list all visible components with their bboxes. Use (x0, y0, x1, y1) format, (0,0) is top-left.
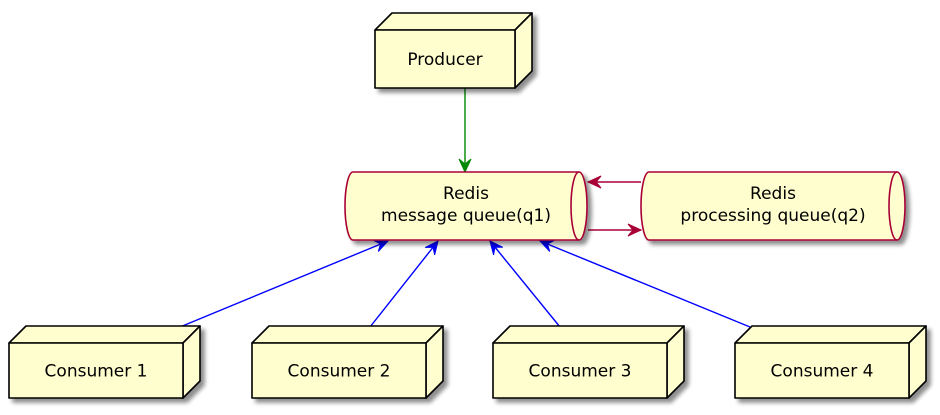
edge-c4-to-q1 (538, 239, 751, 328)
edge-line (539, 240, 751, 328)
edge-c3-to-q1 (489, 240, 561, 328)
q2-label-line-2: processing queue(q2) (680, 206, 865, 226)
node-top-face (492, 325, 685, 344)
c3-node[interactable]: Consumer 3 (492, 325, 685, 399)
node-front-face (374, 29, 516, 89)
node-front-face (734, 342, 910, 399)
c2-node[interactable]: Consumer 2 (251, 325, 444, 399)
c3-label: Consumer 3 (529, 362, 632, 382)
arrowhead-icon (489, 240, 504, 255)
c4-node[interactable]: Consumer 4 (734, 325, 927, 399)
queue-end-cap (888, 171, 898, 241)
edge-line (369, 240, 439, 328)
c4-label: Consumer 4 (771, 362, 874, 382)
node-top-face (251, 325, 444, 344)
node-front-face (251, 342, 427, 399)
edge-line (489, 240, 561, 328)
q2-label-line-1: Redis (750, 184, 796, 204)
node-top-face (374, 12, 533, 31)
edge-c2-to-q1 (369, 240, 439, 328)
queue-end-cap (570, 171, 580, 241)
c1-node[interactable]: Consumer 1 (8, 325, 201, 399)
arrowhead-icon (458, 158, 472, 174)
edge-line (179, 240, 389, 328)
q1-label-line-1: Redis (443, 184, 489, 204)
node-front-face (8, 342, 184, 399)
arrowhead-icon (425, 240, 439, 256)
c2-label: Consumer 2 (288, 362, 391, 382)
edge-q2-to-q1 (586, 175, 641, 189)
arrowhead-icon (586, 175, 602, 189)
edge-c1-to-q1 (179, 239, 390, 328)
edge-producer-to-q1 (458, 88, 472, 174)
producer-node[interactable]: Producer (374, 12, 533, 89)
c1-label: Consumer 1 (45, 362, 148, 382)
q1-label-line-2: message queue(q1) (381, 206, 551, 226)
producer-label: Producer (407, 50, 482, 70)
edge-q1-to-q2 (588, 223, 643, 237)
node-top-face (8, 325, 201, 344)
arrowhead-icon (627, 223, 643, 237)
node-top-face (734, 325, 927, 344)
node-front-face (492, 342, 668, 399)
